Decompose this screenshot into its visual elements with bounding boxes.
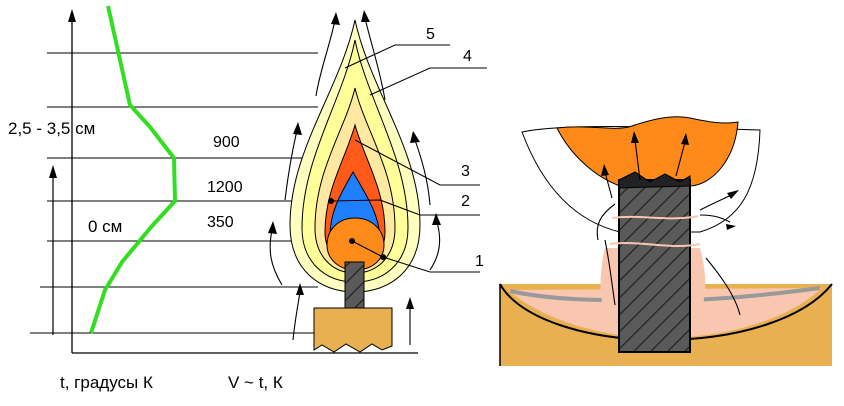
- temperature-curve: [91, 6, 175, 333]
- temp-1200-label: 1200: [207, 179, 243, 196]
- wick-closeup: [619, 180, 690, 352]
- candle-closeup: [500, 117, 832, 366]
- x-axis-label-temperature: t, градусы К: [60, 373, 153, 392]
- x-axis-label-velocity: V ~ t, К: [228, 373, 283, 392]
- flame: [290, 20, 420, 352]
- height-label: 2,5 - 3,5 см: [8, 119, 95, 138]
- temp-350-label: 350: [207, 214, 234, 231]
- zero-height-label: 0 см: [88, 217, 122, 236]
- candle-base: [314, 308, 392, 352]
- zone-5-label: 5: [426, 26, 435, 43]
- zone-4-label: 4: [463, 48, 472, 65]
- zone-3-label: 3: [461, 163, 470, 180]
- zone-1-label: 1: [475, 253, 484, 270]
- wick: [345, 262, 364, 309]
- temp-900-label: 900: [213, 134, 240, 151]
- zone-2-label: 2: [461, 193, 470, 210]
